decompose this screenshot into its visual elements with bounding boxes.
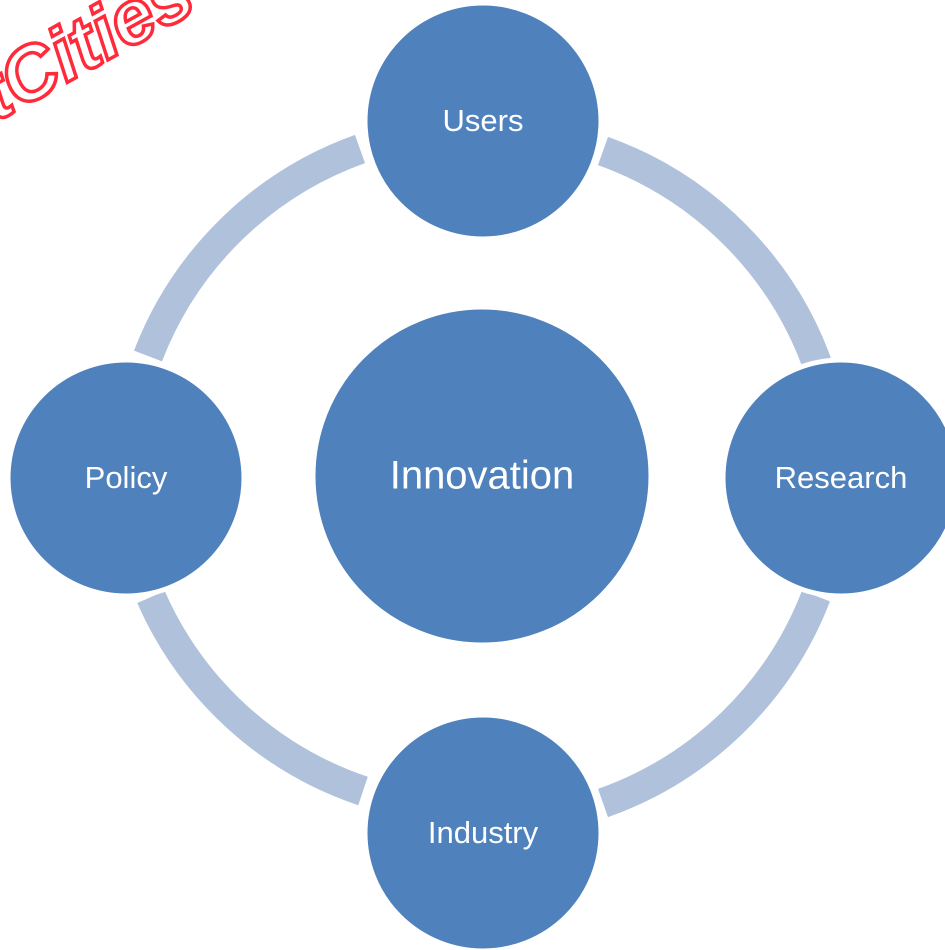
node-research-label: Research [775, 460, 908, 495]
ring-arc-top-right [597, 136, 835, 377]
node-research: Research [720, 357, 945, 599]
node-users-label: Users [443, 103, 524, 138]
watermark: tCities [0, 0, 207, 137]
ring-arc-bottom-left [137, 590, 368, 806]
ring-arc-right-bottom [597, 590, 830, 818]
node-industry: Industry [362, 712, 604, 950]
ring-arc-left-top [134, 134, 366, 362]
node-policy: Policy [5, 357, 247, 599]
node-policy-label: Policy [85, 460, 168, 495]
node-innovation-label: Innovation [390, 454, 575, 498]
node-innovation: Innovation [312, 306, 652, 646]
node-users: Users [362, 0, 604, 242]
node-industry-label: Industry [428, 815, 539, 850]
cycle-ring [134, 134, 835, 818]
